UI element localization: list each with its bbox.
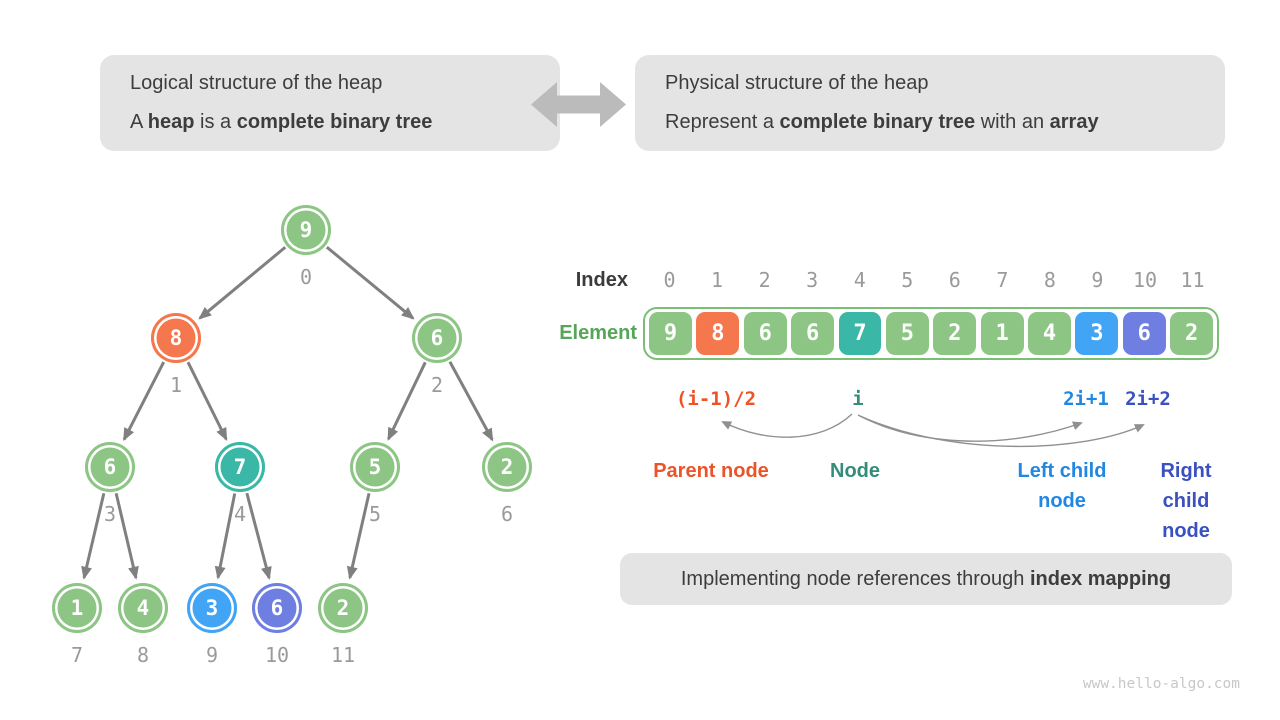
tree-edge [346,492,371,580]
tree-node: 5 [350,442,400,492]
tree-node-value: 1 [70,596,84,620]
formula-label: Right child node [1160,460,1212,542]
tree-node: 2 [318,583,368,633]
callout-line-2: A heap is a complete binary tree [130,111,433,133]
index-formula: (i-1)/2 [675,388,757,410]
tree-edge [186,361,228,442]
tree-node-value: 6 [430,326,444,350]
tree-node-index: 3 [103,502,117,526]
array-element-label: Element [559,322,637,344]
array-cell: 3 [1075,312,1119,355]
physical-structure-callout: Physical structure of the heap Represent… [635,55,1225,151]
formula-label: Left child node [1017,460,1107,512]
index-formula: 2i+2 [1125,388,1171,410]
tree-node-value: 9 [299,218,313,242]
tree-node-value: 5 [368,455,382,479]
tree-node-value: 6 [270,596,284,620]
array-index-value: 8 [1043,268,1056,292]
array-cell: 8 [696,312,740,355]
tree-node-index: 4 [233,502,247,526]
array-cell: 9 [649,312,692,355]
array-cell: 6 [1122,312,1166,355]
tree-edge [325,246,415,320]
callout-line-1: Logical structure of the heap [130,72,383,94]
array-index-value: 3 [806,268,819,292]
tree-edge [114,492,139,580]
tree-node-value: 4 [136,596,150,620]
logical-structure-callout: Logical structure of the heap A heap is … [100,55,560,151]
array-cell: 6 [791,312,834,355]
array-index-label: Index [575,269,628,291]
tree-node-index: 10 [264,643,290,667]
double-arrow-icon [531,82,626,127]
array-index-value: 10 [1132,268,1158,292]
array-cell: 2 [933,312,977,355]
tree-node-value: 2 [500,455,514,479]
tree-edge [81,492,106,580]
array-cell: 4 [1028,312,1071,355]
array-cell: 2 [1170,312,1213,355]
tree-node-index: 7 [70,643,84,667]
array-index-value: 4 [853,268,866,292]
index-formula: i [852,388,864,410]
tree-node: 3 [187,583,237,633]
tree-node: 9 [281,205,331,255]
tree-node: 6 [85,442,135,492]
tree-node: 4 [118,583,168,633]
tree-node: 1 [52,583,102,633]
array-index-row: 0 1 2 3 4 5 6 7 8 9 10 11 [643,267,1219,293]
tree-edge [214,493,237,580]
array-cell: 1 [980,312,1024,355]
tree-edge [387,361,427,441]
callout-line-1: Physical structure of the heap [665,72,929,94]
tree-node: 6 [252,583,302,633]
array-index-value: 6 [948,268,961,292]
tree-node-value: 6 [103,455,117,479]
tree-node-index: 0 [299,265,313,289]
array-index-value: 9 [1091,268,1104,292]
tree-node: 2 [482,442,532,492]
tree-node-value: 8 [169,326,183,350]
tree-node-value: 7 [233,455,247,479]
tree-node-index: 2 [430,373,444,397]
callout-line-2: Represent a complete binary tree with an… [665,111,1099,133]
array-index-value: 0 [663,268,676,292]
tree-node: 6 [412,313,462,363]
tree-node: 7 [215,442,265,492]
array-index-value: 7 [996,268,1009,292]
array-cell: 7 [838,312,882,355]
tree-edge [245,492,272,580]
array-cell: 6 [743,312,787,355]
tree-node-index: 9 [205,643,219,667]
array-index-value: 11 [1180,268,1205,292]
index-formula: 2i+1 [1063,388,1109,410]
index-mapping-callout: Implementing node references through ind… [620,553,1232,605]
tree-node-index: 1 [169,373,183,397]
watermark: www.hello-algo.com [1082,676,1240,692]
tree-node-index: 5 [368,502,382,526]
array-index-value: 5 [901,268,914,292]
array-index-value: 2 [758,268,771,292]
array-cell: 5 [885,312,929,355]
tree-node-index: 6 [500,502,514,526]
formula-label: Node [830,460,880,482]
tree-edge [448,361,494,442]
tree-edge [122,361,166,442]
index-mapping-arrows [721,413,1145,448]
tree-node: 8 [151,313,201,363]
tree-node-value: 2 [336,596,350,620]
tree-node-value: 3 [205,596,219,620]
tree-node-index: 11 [330,643,356,667]
array-index-value: 1 [711,268,724,292]
callout-text: Implementing node references through ind… [680,567,1172,590]
tree-node-index: 8 [136,643,150,667]
formula-label: Parent node [653,460,769,482]
tree-edge [198,246,287,320]
